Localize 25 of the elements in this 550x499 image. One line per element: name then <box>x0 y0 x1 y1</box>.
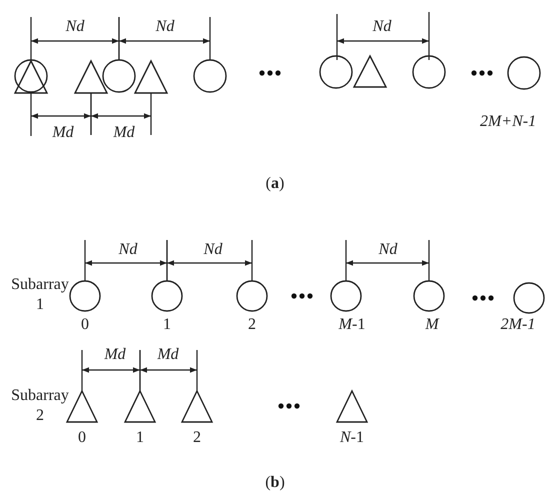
dimension-label: Nd <box>118 242 138 258</box>
element-index-label: 2M+N-1 <box>480 114 536 130</box>
element-index-label: 1 <box>163 317 171 333</box>
element-index-label: M-1 <box>338 317 366 333</box>
element-index-label: 2 <box>193 430 201 446</box>
subarray-label: Subarray 2 <box>10 386 70 426</box>
element-index-label: 2 <box>248 317 256 333</box>
element-index-label: N-1 <box>340 430 364 446</box>
dimension-label: Nd <box>378 242 398 258</box>
dimension-label: Nd <box>204 242 222 258</box>
dimension-label: Md <box>104 347 126 363</box>
subarray-label: Subarray 1 <box>10 275 70 315</box>
subfigure-label: (a) <box>266 176 284 192</box>
element-index-label: 0 <box>78 430 86 446</box>
dimension-label: Nd <box>156 19 174 35</box>
dimension-label: Md <box>157 347 179 363</box>
dimension-label: Nd <box>66 19 84 35</box>
element-index-label: 1 <box>136 430 144 446</box>
element-index-label: 2M-1 <box>500 317 536 333</box>
element-index-label: M <box>425 317 439 333</box>
element-index-label: 0 <box>81 317 89 333</box>
dimension-label: Nd <box>372 19 392 35</box>
subfigure-label: (b) <box>265 475 285 491</box>
dimension-label: Md <box>52 125 74 141</box>
dimension-label: Md <box>113 125 135 141</box>
